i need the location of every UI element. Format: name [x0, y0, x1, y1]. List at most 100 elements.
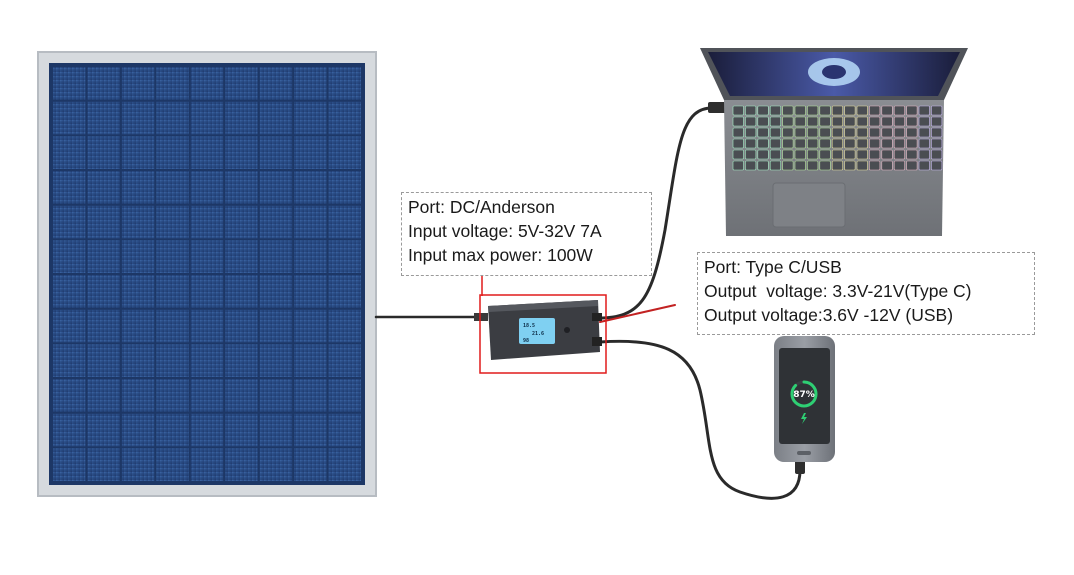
keyboard-key	[770, 128, 781, 137]
keyboard-key	[758, 128, 769, 137]
laptop-touchpad	[773, 183, 845, 227]
solar-cell	[53, 102, 85, 135]
keyboard-key	[820, 139, 831, 148]
keyboard-key	[770, 117, 781, 126]
keyboard-key	[832, 128, 843, 137]
keyboard-key	[807, 150, 818, 159]
solar-cell	[122, 67, 154, 100]
solar-cell	[53, 414, 85, 447]
solar-cell	[225, 448, 257, 481]
keyboard-key	[795, 128, 806, 137]
keyboard-key	[807, 139, 818, 148]
input-port-callout: Port: DC/Anderson Input voltage: 5V-32V …	[401, 192, 652, 276]
input-voltage-label: Input voltage: 5V-32V 7A	[408, 219, 645, 243]
keyboard-key	[931, 139, 942, 148]
solar-cell	[53, 240, 85, 273]
keyboard-key	[894, 139, 905, 148]
keyboard-key	[857, 139, 868, 148]
solar-cell	[329, 136, 361, 169]
keyboard-key	[931, 106, 942, 115]
solar-cell	[260, 102, 292, 135]
keyboard-key	[820, 161, 831, 170]
solar-cell	[87, 240, 119, 273]
keyboard-key	[832, 106, 843, 115]
solar-cell	[191, 414, 223, 447]
phone: 87%	[774, 336, 835, 462]
keyboard-key	[783, 128, 794, 137]
solar-cell	[191, 379, 223, 412]
keyboard-key	[820, 117, 831, 126]
keyboard-key	[807, 128, 818, 137]
solar-cell	[87, 136, 119, 169]
solar-cell	[225, 136, 257, 169]
solar-cell	[87, 102, 119, 135]
solar-cell	[329, 171, 361, 204]
keyboard-key	[733, 106, 744, 115]
keyboard-key	[931, 128, 942, 137]
solar-cell	[191, 275, 223, 308]
solar-cell	[294, 171, 326, 204]
keyboard-key	[745, 128, 756, 137]
keyboard-key	[733, 161, 744, 170]
phone-home-button	[797, 451, 811, 455]
keyboard-key	[770, 139, 781, 148]
laptop-wallpaper-core	[822, 65, 846, 79]
solar-cell	[53, 344, 85, 377]
solar-cell	[53, 206, 85, 239]
solar-cell	[156, 67, 188, 100]
keyboard-key	[919, 117, 930, 126]
usb-port	[592, 337, 602, 346]
keyboard-key	[733, 117, 744, 126]
solar-cell	[294, 240, 326, 273]
solar-cell	[156, 102, 188, 135]
solar-cell	[191, 102, 223, 135]
solar-cell	[53, 275, 85, 308]
solar-cell	[122, 344, 154, 377]
keyboard-key	[795, 161, 806, 170]
controller-screen-reading-1: 18.5	[523, 323, 535, 329]
keyboard-key	[931, 117, 942, 126]
solar-cell	[294, 448, 326, 481]
keyboard-key	[919, 161, 930, 170]
keyboard-key	[931, 161, 942, 170]
solar-cell	[260, 379, 292, 412]
keyboard-key	[795, 139, 806, 148]
solar-cell	[122, 206, 154, 239]
solar-cell	[294, 344, 326, 377]
controller-screen-reading-2: 21.6	[532, 331, 544, 337]
output-port-callout: Port: Type C/USB Output voltage: 3.3V-21…	[697, 252, 1035, 335]
keyboard-key	[907, 117, 918, 126]
solar-cell	[87, 414, 119, 447]
solar-cell	[122, 240, 154, 273]
solar-cell	[225, 102, 257, 135]
keyboard-key	[919, 150, 930, 159]
keyboard-key	[758, 161, 769, 170]
solar-cell	[260, 448, 292, 481]
keyboard-key	[894, 106, 905, 115]
solar-cell	[122, 414, 154, 447]
controller-device: 18.5 21.6 98	[480, 295, 606, 373]
solar-cell	[329, 414, 361, 447]
solar-cell	[225, 171, 257, 204]
keyboard-key	[845, 139, 856, 148]
keyboard-key	[882, 106, 893, 115]
solar-cell	[329, 379, 361, 412]
solar-cell	[294, 414, 326, 447]
solar-cell	[294, 67, 326, 100]
solar-cell	[122, 102, 154, 135]
solar-cell	[122, 275, 154, 308]
solar-cell	[294, 102, 326, 135]
solar-cell	[191, 448, 223, 481]
solar-cell	[225, 206, 257, 239]
keyboard-key	[733, 139, 744, 148]
solar-cell	[156, 310, 188, 343]
solar-cell	[87, 67, 119, 100]
solar-cell	[156, 379, 188, 412]
keyboard-key	[869, 106, 880, 115]
solar-cell	[87, 310, 119, 343]
solar-cell	[225, 240, 257, 273]
solar-cell	[329, 206, 361, 239]
keyboard-key	[745, 139, 756, 148]
keyboard-key	[845, 161, 856, 170]
keyboard-key	[931, 150, 942, 159]
